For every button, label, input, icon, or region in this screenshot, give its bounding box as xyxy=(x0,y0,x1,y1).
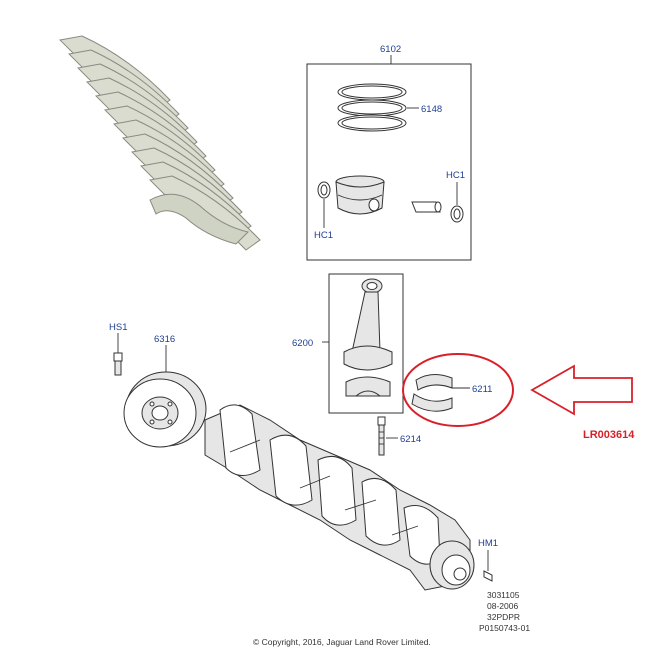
callout-hs1: HS1 xyxy=(109,322,127,333)
meta-line-4: P0150743-01 xyxy=(479,623,530,633)
callout-hm1: HM1 xyxy=(478,538,498,549)
callout-hc1-right: HC1 xyxy=(446,170,465,181)
callout-hc1-left: HC1 xyxy=(314,230,333,241)
callout-6200: 6200 xyxy=(292,338,313,349)
meta-line-2: 08-2006 xyxy=(487,601,518,611)
wrist-pin-drawing xyxy=(411,201,442,213)
piston-drawing xyxy=(335,175,385,215)
highlight-arrow xyxy=(530,364,633,416)
meta-line-3: 32PDPR xyxy=(487,612,520,622)
rod-bolt-drawing xyxy=(377,416,386,456)
highlight-part-number: LR003614 xyxy=(583,429,635,441)
callout-6316: 6316 xyxy=(154,334,175,345)
callout-6211: 6211 xyxy=(472,384,492,395)
bearing-shell-front xyxy=(149,193,249,245)
piston-group xyxy=(306,55,472,261)
callout-6148: 6148 xyxy=(421,104,442,115)
piston-rings-drawing xyxy=(337,83,407,132)
crankshaft-drawing xyxy=(204,404,475,591)
rod-bearing-group xyxy=(402,353,514,427)
crank-key-drawing xyxy=(483,570,493,582)
pulley-bolt-drawing xyxy=(113,352,123,376)
circlip-right-drawing xyxy=(450,205,464,223)
bearing-shell-stack-image xyxy=(58,35,261,251)
copyright: © Copyright, 2016, Jaguar Land Rover Lim… xyxy=(253,637,431,647)
circlip-left-drawing xyxy=(317,181,331,199)
connecting-rod-box xyxy=(328,273,404,414)
pulley-drawing xyxy=(123,371,207,448)
meta-line-1: 3031105 xyxy=(487,590,520,600)
piston-group-box xyxy=(306,63,472,261)
connecting-rod-group xyxy=(322,273,404,456)
pulley-group xyxy=(113,333,207,448)
connecting-rod-drawing xyxy=(343,278,393,397)
highlight-circle xyxy=(402,353,514,427)
rod-bearing-drawing xyxy=(411,374,453,412)
callout-6214: 6214 xyxy=(400,434,421,445)
callout-6102: 6102 xyxy=(380,44,401,55)
